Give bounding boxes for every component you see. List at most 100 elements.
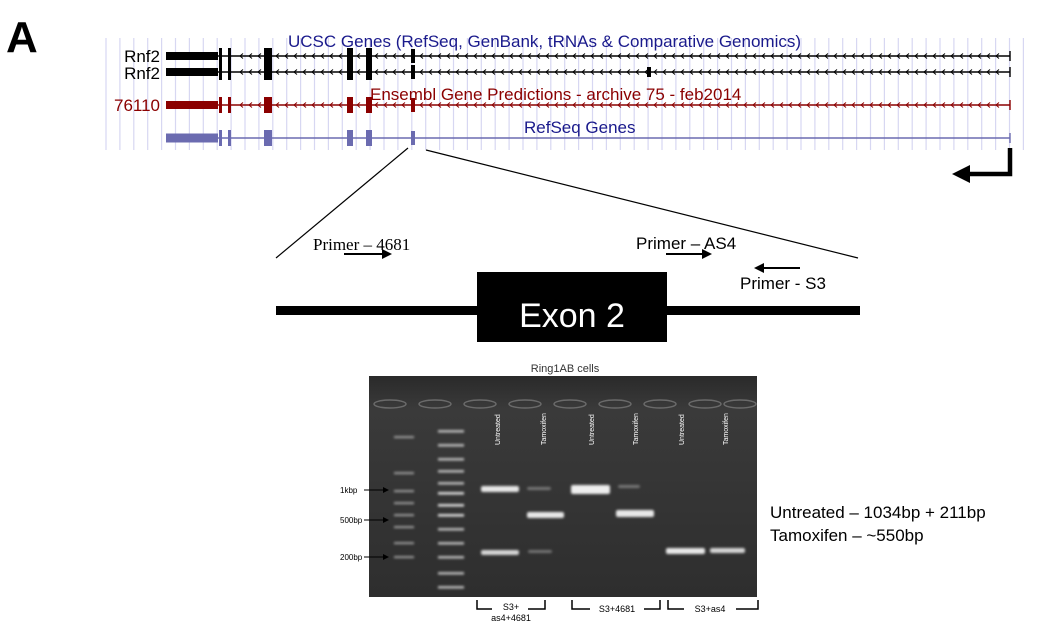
strand-chevron-icon [869,53,874,59]
strand-chevron-icon [617,53,622,59]
strand-chevron-icon [968,53,973,59]
strand-chevron-icon [554,69,559,75]
result-tamoxifen-text: Tamoxifen – ~550bp [770,526,924,545]
gel-band [481,486,519,492]
strand-chevron-icon [419,53,424,59]
strand-chevron-icon [842,69,847,75]
ladder-band [394,472,414,475]
ladder-band [438,528,464,531]
strand-chevron-icon [653,102,658,108]
strand-chevron-icon [959,53,964,59]
strand-chevron-icon [401,53,406,59]
strand-chevron-icon [968,69,973,75]
primer-schematic: Primer – 4681 Primer – AS4 Primer - S3 E… [276,234,860,342]
gel-background [369,376,757,597]
strand-chevron-icon [320,102,325,108]
strand-chevron-icon [320,69,325,75]
strand-chevron-icon [482,53,487,59]
strand-chevron-icon [995,102,1000,108]
strand-chevron-icon [248,69,253,75]
strand-chevron-icon [635,102,640,108]
gel-bands [481,485,745,555]
strand-chevron-icon [482,69,487,75]
strand-chevron-icon [959,102,964,108]
strand-chevron-icon [815,53,820,59]
strand-chevron-icon [851,69,856,75]
primer-4681-arrow-icon [344,249,392,259]
ladder-band [438,586,464,589]
strand-chevron-icon [770,102,775,108]
strand-chevron-icon [896,102,901,108]
exon-block [411,65,415,79]
gene-label-76110: 76110 [114,96,160,115]
strand-chevron-icon [302,69,307,75]
exon-block [219,48,222,64]
strand-chevron-icon [581,69,586,75]
strand-chevron-icon [761,102,766,108]
strand-chevron-icon [797,69,802,75]
primer-s3-label: Primer - S3 [740,274,826,293]
strand-chevron-icon [950,102,955,108]
strand-chevron-icon [716,102,721,108]
strand-chevron-icon [896,53,901,59]
strand-chevron-icon [590,102,595,108]
exon-block [166,101,218,109]
strand-chevron-icon [905,102,910,108]
strand-chevron-icon [617,69,622,75]
ladder-band [438,444,464,447]
genome-browser: UCSC Genes (RefSeq, GenBank, tRNAs & Com… [105,32,1025,183]
strand-chevron-icon [239,102,244,108]
ladder-band [438,470,464,473]
strand-chevron-icon [392,69,397,75]
exon-2-label: Exon 2 [519,297,625,335]
exon-block [347,64,353,80]
strand-chevron-icon [995,69,1000,75]
strand-chevron-icon [293,69,298,75]
strand-chevron-icon [842,102,847,108]
strand-chevron-icon [581,102,586,108]
strand-chevron-icon [518,69,523,75]
gel-well [463,399,497,409]
exon-block [347,48,353,64]
strand-chevron-icon [626,102,631,108]
gel-lane-label: Tamoxifen [541,413,548,445]
strand-chevron-icon [500,53,505,59]
gel-wells [373,399,757,409]
gel-well [643,399,677,409]
strand-chevron-icon [446,102,451,108]
strand-chevron-icon [977,53,982,59]
ladder-label-500bp: 500bp [340,516,363,525]
result-untreated-text: Untreated – 1034bp + 211bp [770,503,986,522]
strand-chevron-icon [491,69,496,75]
strand-chevron-icon [815,102,820,108]
refseq-track-title: RefSeq Genes [524,118,636,137]
gel-lane-label: Tamoxifen [633,413,640,445]
strand-chevron-icon [680,53,685,59]
ladder-band [394,436,414,439]
strand-chevron-icon [806,102,811,108]
strand-chevron-icon [473,53,478,59]
exon-block [228,64,231,80]
strand-arrow-head-icon [952,165,970,183]
gel-band [618,485,640,488]
strand-chevron-icon [419,69,424,75]
strand-chevron-icon [761,69,766,75]
strand-chevron-icon [725,53,730,59]
exon-block [228,97,231,113]
strand-chevron-icon [914,102,919,108]
ladder-band [438,458,464,461]
strand-chevron-icon [698,53,703,59]
ladder-band [438,542,464,545]
strand-chevron-icon [293,102,298,108]
strand-chevron-icon [248,53,253,59]
strand-chevron-icon [941,102,946,108]
strand-chevron-icon [662,53,667,59]
gel-band [616,510,654,517]
strand-chevron-icon [977,69,982,75]
strand-chevron-icon [392,53,397,59]
strand-chevron-icon [725,69,730,75]
exon-block [366,130,372,146]
strand-chevron-icon [887,102,892,108]
strand-chevron-icon [437,102,442,108]
